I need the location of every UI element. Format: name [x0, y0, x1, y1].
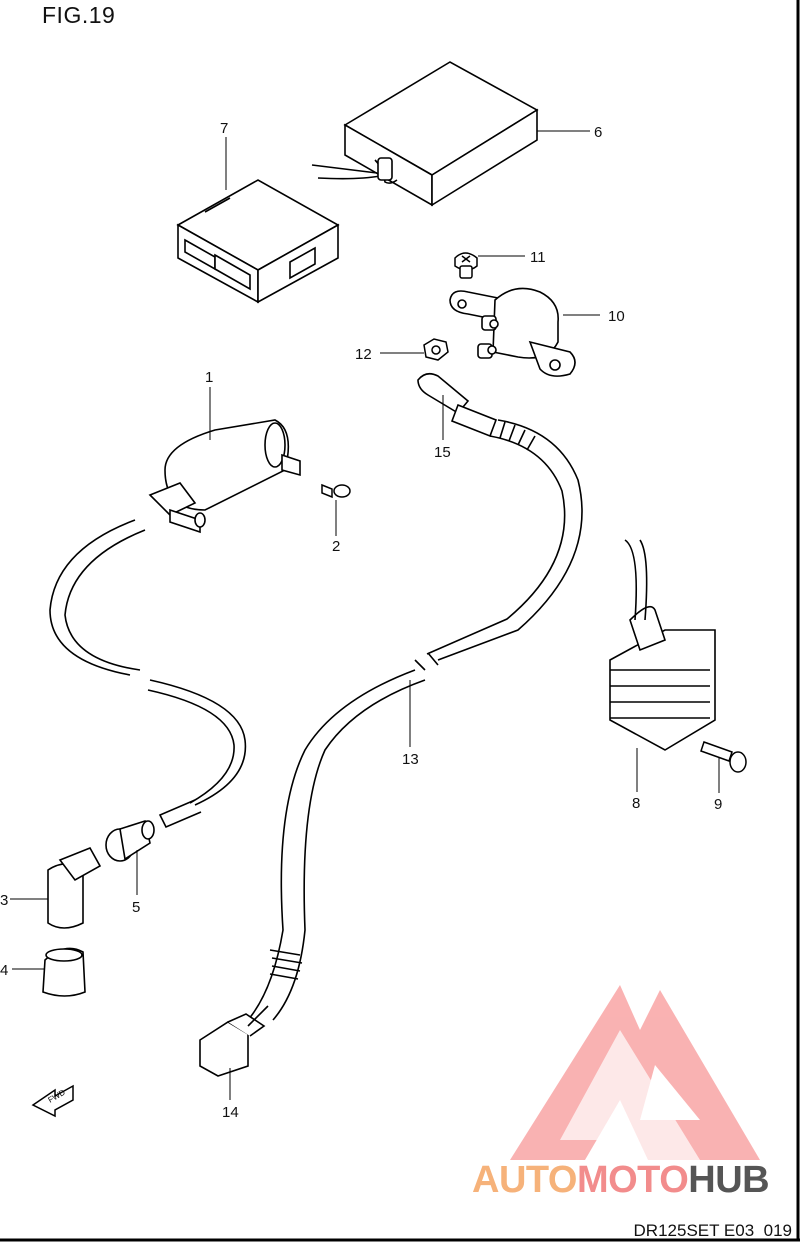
callout-7: 7 — [220, 120, 228, 137]
part-2-screw — [321, 483, 351, 499]
callout-3: 3 — [0, 892, 8, 909]
part-5-cap — [105, 819, 155, 862]
callout-4: 4 — [0, 962, 8, 979]
fwd-arrow-icon: FWD — [31, 1084, 74, 1118]
callout-1: 1 — [205, 369, 213, 386]
sheet-code: DR125SET E03_019 — [633, 1221, 792, 1240]
callout-13: 13 — [402, 751, 419, 768]
part-1-ignition-coil — [148, 419, 301, 534]
callout-5: 5 — [132, 899, 140, 916]
part-4-cover — [42, 947, 86, 997]
part-12-nut — [423, 338, 449, 361]
callout-15: 15 — [434, 444, 451, 461]
callout-14: 14 — [222, 1104, 239, 1121]
high-tension-lead — [49, 519, 247, 829]
part-14-boot — [199, 1005, 269, 1077]
watermark-brand-text: AUTOMOTOHUB — [472, 1159, 770, 1202]
part-6-control-unit — [311, 61, 539, 207]
brand-part-2: MOTO — [576, 1159, 689, 1201]
part-8-regulator — [609, 539, 716, 751]
part-9-screw — [700, 741, 747, 773]
callout-leaders — [10, 130, 720, 1100]
callout-6: 6 — [594, 124, 602, 141]
callout-10: 10 — [608, 308, 625, 325]
brand-part-1: AUTO — [472, 1159, 577, 1201]
part-10-starter-relay — [449, 287, 576, 377]
figure-title: FIG.19 — [42, 2, 116, 28]
part-15-terminal — [417, 372, 498, 438]
part-13-cable — [247, 419, 583, 1021]
part-7-cdi-unit — [176, 179, 340, 304]
callout-8: 8 — [632, 795, 640, 812]
brand-part-3: HUB — [688, 1159, 770, 1201]
callout-9: 9 — [714, 796, 722, 813]
callout-2: 2 — [332, 538, 340, 555]
watermark-logo — [510, 985, 760, 1160]
part-11-bolt — [454, 252, 478, 279]
callout-12: 12 — [355, 346, 372, 363]
callout-11: 11 — [530, 249, 546, 266]
callout-numbers: 1 2 3 4 5 6 7 8 9 10 11 12 13 14 15 — [0, 120, 722, 1121]
part-3-plug-cap — [47, 846, 102, 929]
